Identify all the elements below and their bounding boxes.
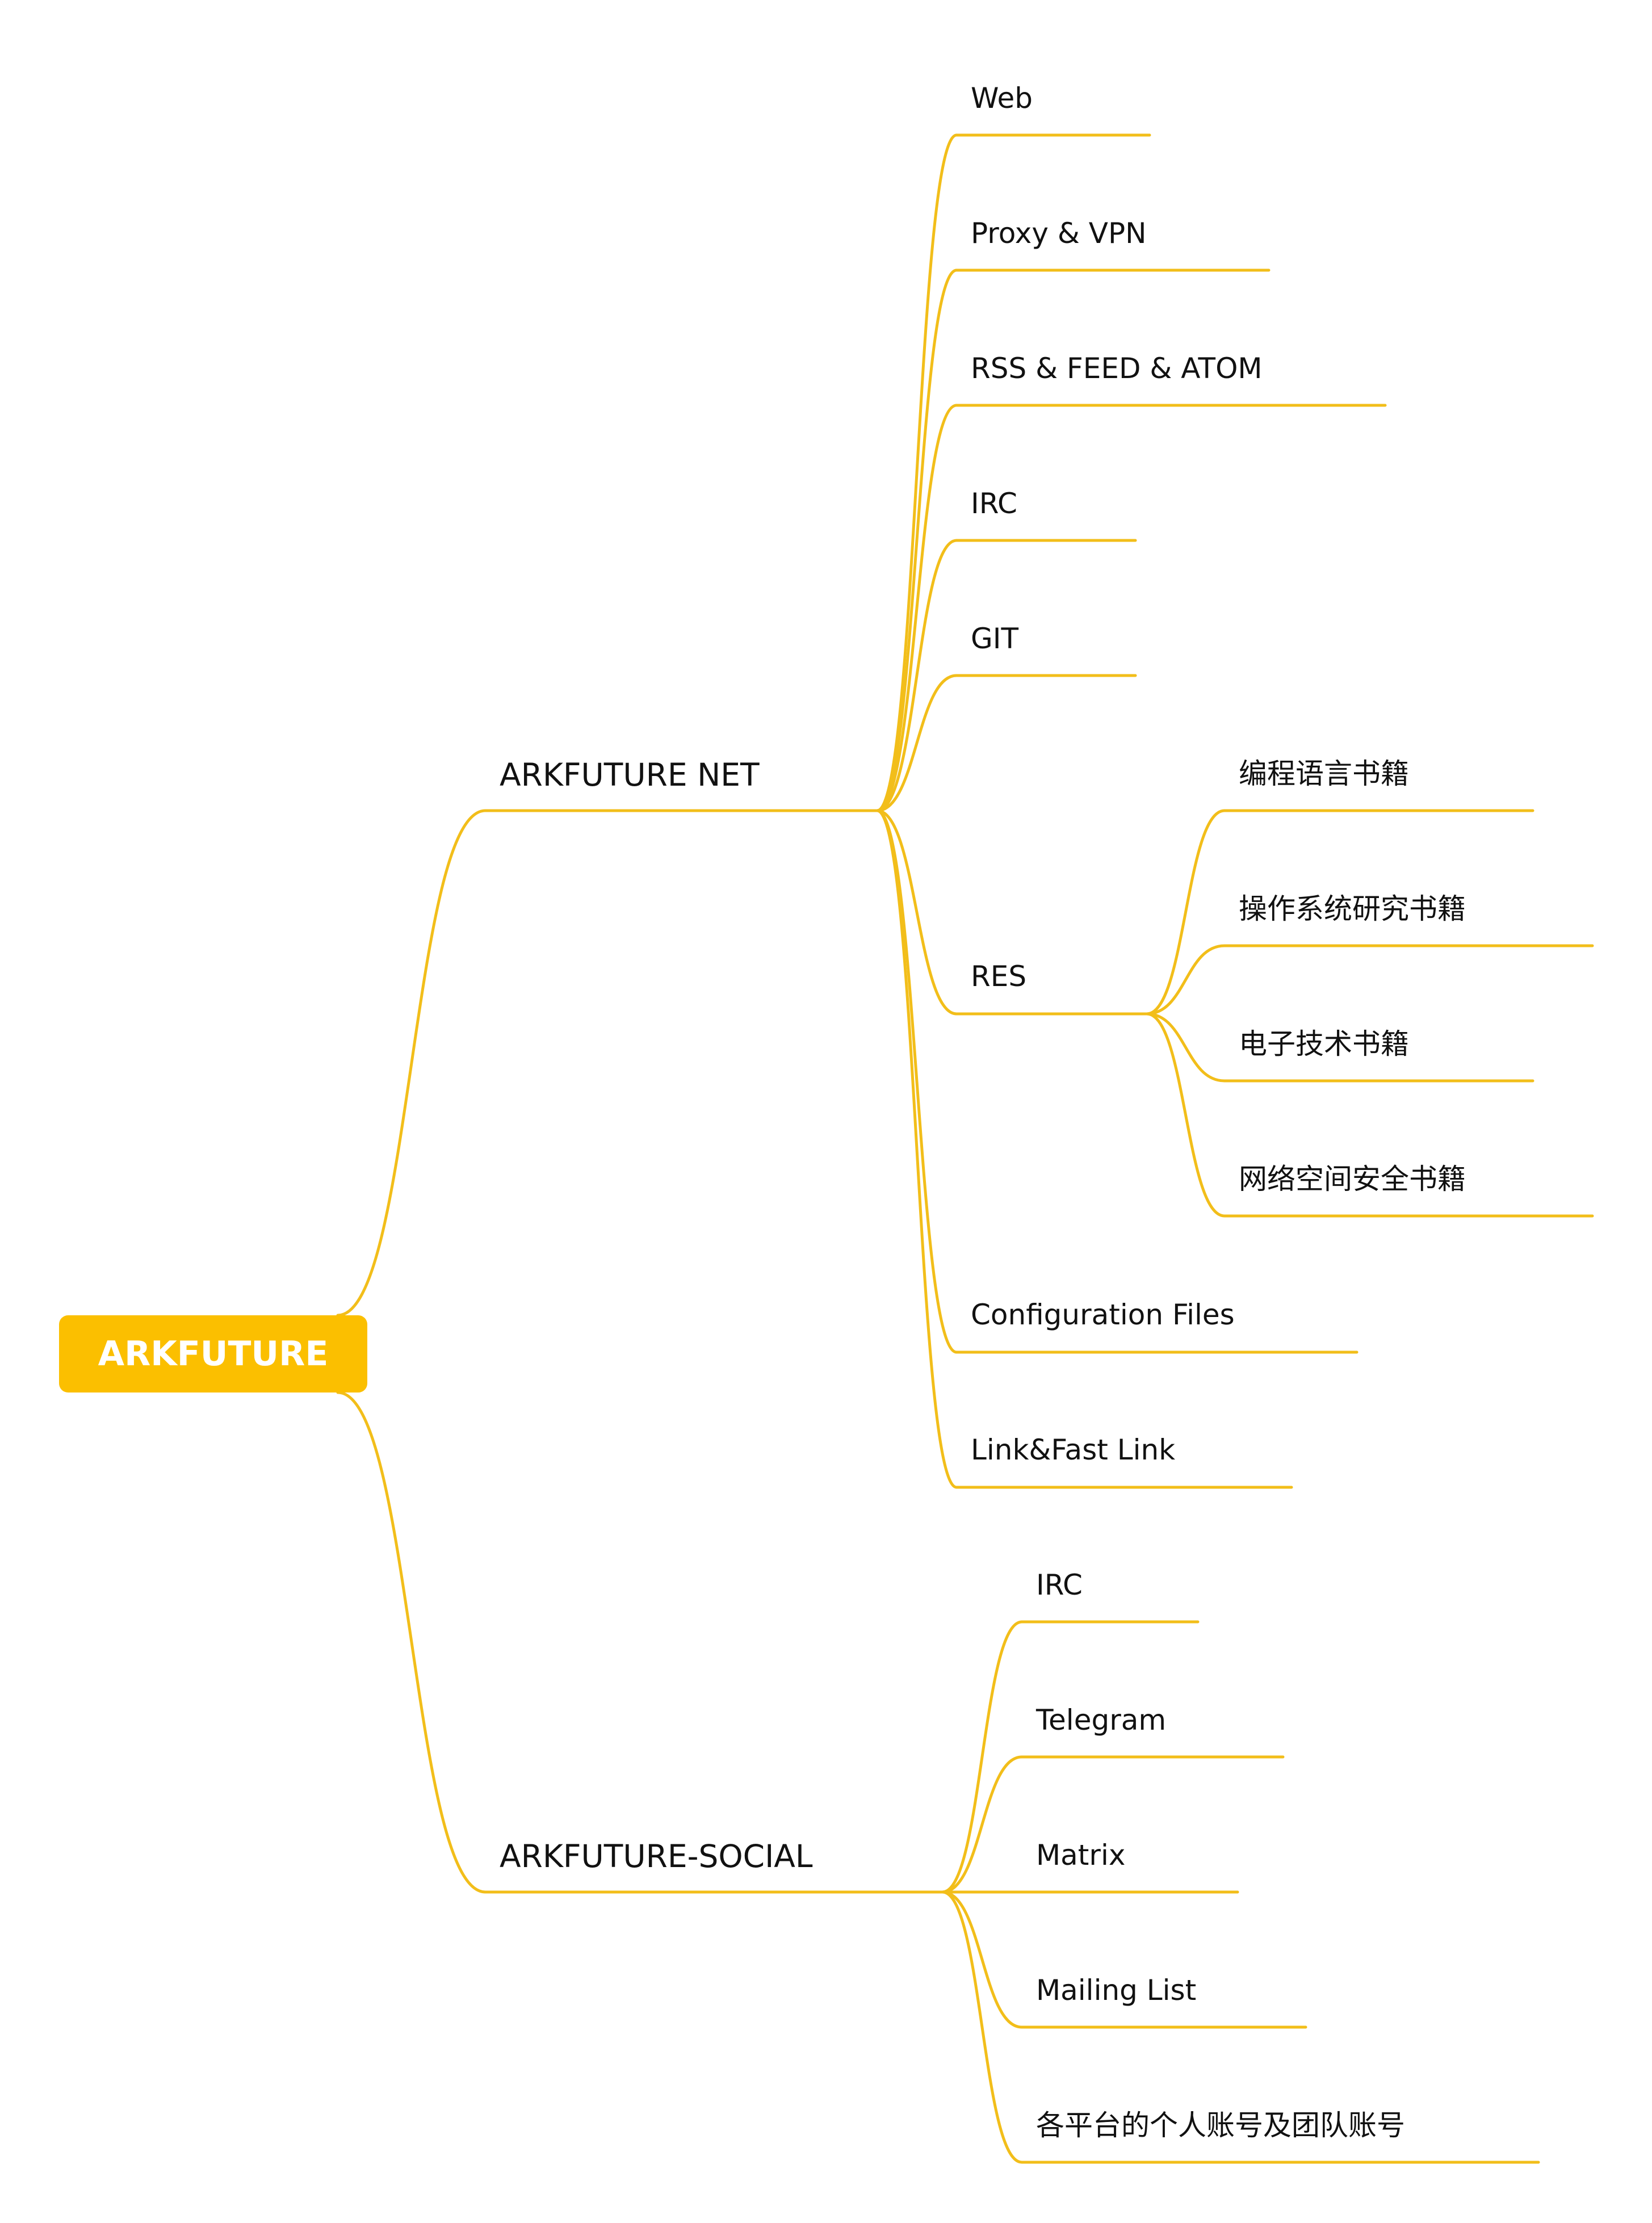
connector-social-child-1 <box>941 1755 1024 1894</box>
connector-net-child-7 <box>875 809 958 1489</box>
node-programming-books[interactable]: 编程语言书籍 <box>1239 757 1409 790</box>
connector-res-child-2 <box>1145 1012 1226 1083</box>
node-web[interactable]: Web <box>971 82 1033 115</box>
branch-label-net[interactable]: ARKFUTURE NET <box>500 757 760 793</box>
connector-social-child-0 <box>941 1620 1024 1894</box>
node-mailing-list[interactable]: Mailing List <box>1036 1974 1197 2007</box>
node-git[interactable]: GIT <box>971 622 1019 655</box>
connector-root-net <box>336 809 487 1317</box>
connector-social-child-3 <box>941 1890 1024 2029</box>
connector-net-child-3 <box>875 539 958 812</box>
connector-root-social <box>336 1391 487 1894</box>
node-rss-feed-atom[interactable]: RSS & FEED & ATOM <box>971 352 1263 385</box>
node-configuration-files[interactable]: Configuration Files <box>971 1298 1235 1331</box>
connector-net-child-2 <box>875 404 958 812</box>
node-irc-net[interactable]: IRC <box>971 487 1017 520</box>
node-link-fast-link[interactable]: Link&Fast Link <box>971 1433 1176 1466</box>
node-irc-social[interactable]: IRC <box>1036 1568 1083 1601</box>
root-label: ARKFUTURE <box>98 1334 329 1374</box>
node-proxy-vpn[interactable]: Proxy & VPN <box>971 217 1147 250</box>
node-res[interactable]: RES <box>971 960 1027 993</box>
connector-net-child-6 <box>875 809 958 1354</box>
root-node[interactable]: ARKFUTURE <box>59 1315 367 1392</box>
branch-label-social[interactable]: ARKFUTURE-SOCIAL <box>500 1838 813 1874</box>
node-cybersecurity-books[interactable]: 网络空间安全书籍 <box>1239 1163 1466 1196</box>
connector-res-child-0 <box>1145 809 1226 1016</box>
connector-net-child-0 <box>875 133 958 812</box>
node-platform-accounts[interactable]: 各平台的个人账号及团队账号 <box>1036 2109 1405 2142</box>
node-telegram[interactable]: Telegram <box>1036 1704 1167 1737</box>
connector-net-child-5 <box>875 809 958 1016</box>
connector-lines <box>336 133 1594 2164</box>
node-matrix[interactable]: Matrix <box>1036 1839 1126 1872</box>
connector-res-child-3 <box>1145 1012 1226 1218</box>
node-os-research-books[interactable]: 操作系统研究书籍 <box>1239 892 1466 925</box>
connector-net-child-1 <box>875 269 958 812</box>
connector-res-child-1 <box>1145 944 1226 1016</box>
connector-social-child-4 <box>941 1890 1024 2164</box>
connector-net-child-4 <box>875 674 958 812</box>
node-electronics-books[interactable]: 电子技术书籍 <box>1239 1027 1409 1060</box>
